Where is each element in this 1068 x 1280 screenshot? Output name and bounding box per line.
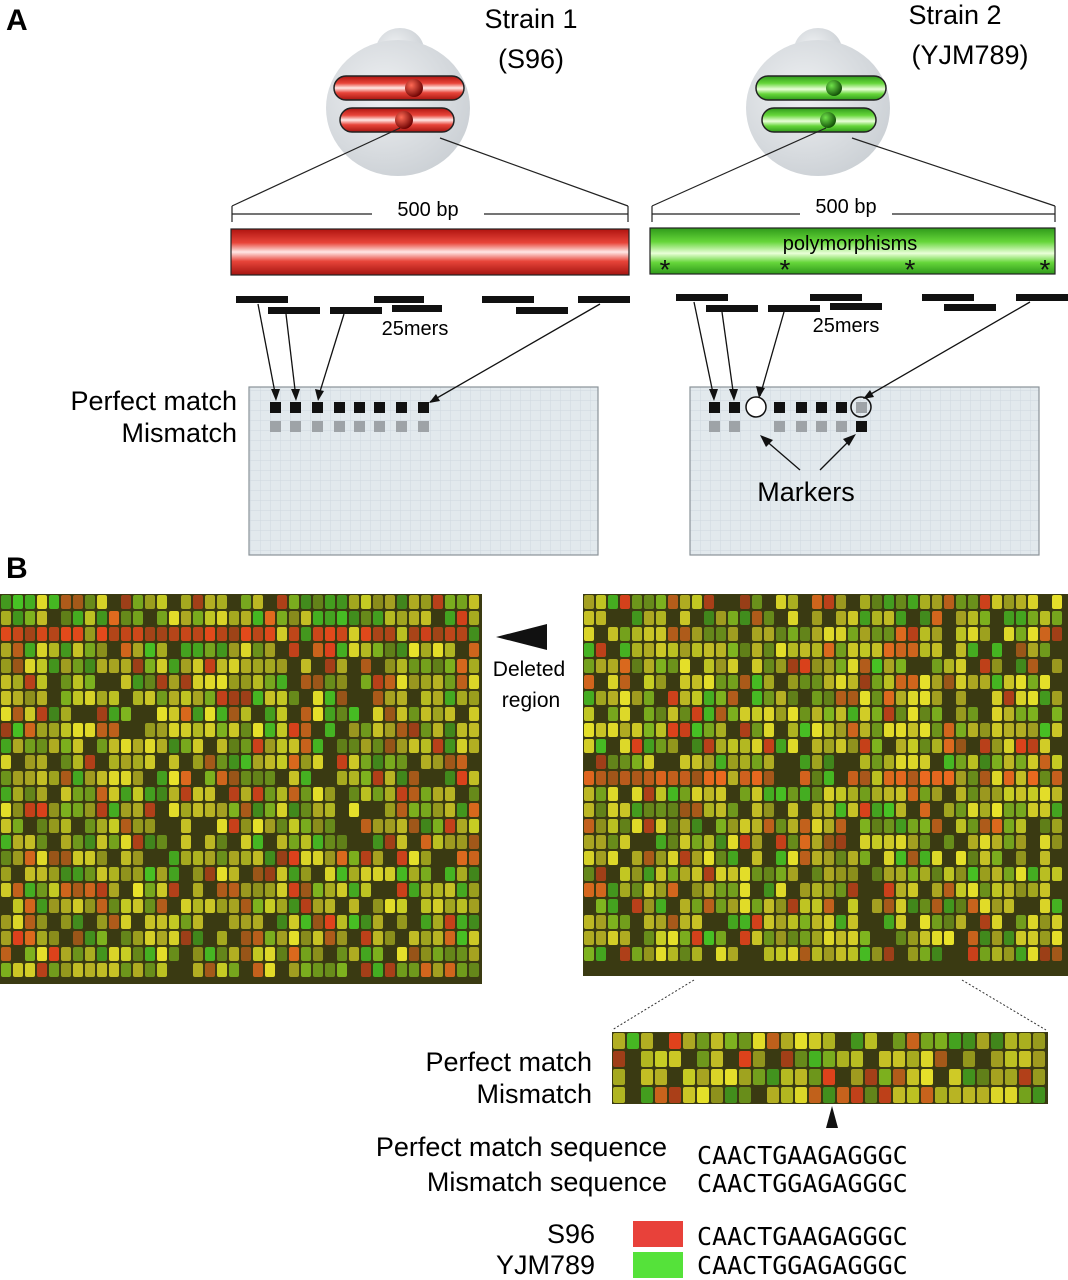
probe-arrowheads bbox=[271, 386, 874, 403]
legend-s96-name: S96 bbox=[547, 1219, 595, 1249]
svg-text:*: * bbox=[780, 254, 791, 285]
probes-right bbox=[676, 294, 1068, 312]
array-chip-left bbox=[248, 386, 599, 556]
deleted-region-label-line1: Deleted bbox=[493, 658, 565, 681]
polymorphism-asterisks: * * * * bbox=[660, 254, 1051, 285]
deleted-region-arrowhead bbox=[496, 624, 547, 650]
zoom-lines-a bbox=[231, 127, 1056, 207]
perfect-match-sequence-label: Perfect match sequence bbox=[376, 1132, 667, 1162]
strain2-cell-illustration bbox=[746, 28, 890, 176]
length-label-left: 500 bp bbox=[397, 199, 458, 221]
strain1-cell-illustration bbox=[326, 28, 470, 176]
microarray-image-left bbox=[0, 594, 482, 984]
svg-text:*: * bbox=[1040, 254, 1051, 285]
legend-s96-sequence: CAACTGAAGAGGGC bbox=[697, 1222, 908, 1251]
array-cells-right bbox=[709, 396, 872, 432]
markers-label: Markers bbox=[757, 477, 855, 507]
mismatch-label-b: Mismatch bbox=[476, 1079, 592, 1109]
deleted-region-label-line2: region bbox=[502, 689, 560, 712]
perfect-match-label-a: Perfect match bbox=[70, 386, 237, 416]
polymorphisms-label: polymorphisms bbox=[783, 233, 917, 255]
probe-arrows bbox=[257, 301, 1031, 403]
legend-yjm789-sequence: CAACTGGAGAGGGC bbox=[697, 1251, 908, 1280]
length-brackets bbox=[231, 206, 1056, 222]
mismatch-sequence-label: Mismatch sequence bbox=[427, 1167, 667, 1197]
zoom-pointer-arrowhead bbox=[826, 1106, 838, 1128]
probes-left bbox=[236, 296, 630, 314]
marker-arrows bbox=[763, 437, 853, 471]
array-chip-right bbox=[689, 386, 1040, 556]
legend-yjm789-name: YJM789 bbox=[496, 1250, 595, 1280]
legend-yjm789-swatch bbox=[633, 1252, 683, 1278]
legend-s96-swatch bbox=[633, 1221, 683, 1247]
length-label-right: 500 bp bbox=[815, 196, 876, 218]
array-cells-left bbox=[270, 402, 429, 432]
perfect-match-label-b: Perfect match bbox=[425, 1047, 592, 1077]
mismatch-label-a: Mismatch bbox=[121, 418, 237, 448]
strain1-dna-segment bbox=[230, 228, 630, 276]
microarray-image-right bbox=[583, 594, 1068, 976]
strain1-name: Strain 1 bbox=[484, 4, 577, 34]
panel-b-label: B bbox=[6, 552, 28, 585]
panel-a-label: A bbox=[6, 4, 28, 37]
strain1-code: (S96) bbox=[498, 44, 564, 74]
probe-label-right: 25mers bbox=[813, 315, 880, 337]
strain2-name: Strain 2 bbox=[908, 0, 1001, 30]
strain2-dna-segment bbox=[649, 227, 1056, 275]
svg-text:*: * bbox=[660, 254, 671, 285]
perfect-match-sequence: CAACTGAAGAGGGC bbox=[697, 1141, 908, 1170]
microarray-zoom-strip bbox=[612, 1032, 1048, 1104]
zoom-lines-b bbox=[611, 979, 1047, 1031]
mismatch-sequence: CAACTGGAGAGGGC bbox=[697, 1169, 908, 1198]
strain2-code: (YJM789) bbox=[911, 40, 1028, 70]
svg-text:*: * bbox=[905, 254, 916, 285]
probe-label-left: 25mers bbox=[382, 318, 449, 340]
